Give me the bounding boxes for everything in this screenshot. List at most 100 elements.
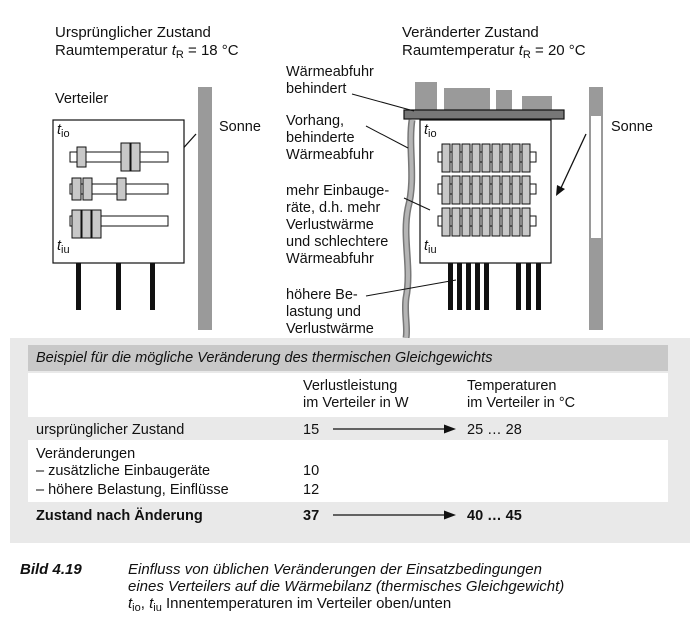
left-heading-line1: Ursprünglicher Zustand <box>55 24 211 41</box>
right-device <box>521 175 531 205</box>
right-device <box>521 207 531 237</box>
right-sun-label: Sonne <box>611 119 653 135</box>
row2-label: Veränderungen <box>36 446 136 462</box>
right-sun-arrow <box>559 133 587 191</box>
right-device <box>501 207 511 237</box>
annotation-more-devices-2: räte, d.h. mehr <box>286 200 381 216</box>
right-device <box>451 207 461 237</box>
left-cable <box>76 263 81 310</box>
left-device <box>91 209 102 239</box>
annotation-more-devices-4: und schlechtere <box>286 234 389 250</box>
right-device <box>461 207 471 237</box>
row1-value: 15 <box>303 422 320 438</box>
left-device <box>120 142 131 172</box>
annotation-higher-load-1: höhere Be- <box>286 287 358 303</box>
right-device <box>451 175 461 205</box>
table-header-row <box>28 373 668 417</box>
right-obstruction-block <box>522 96 552 112</box>
left-device <box>71 209 82 239</box>
header-temp-line2: im Verteiler in °C <box>467 395 576 411</box>
annotation-higher-load-2: lastung und <box>286 304 361 320</box>
right-device <box>521 143 531 173</box>
row1-temp: 25 … 28 <box>467 422 522 438</box>
row2-sub2-value: 12 <box>303 482 320 498</box>
annotation-curtain-3: Wärmeabfuhr <box>286 147 374 163</box>
left-rail-1 <box>69 151 169 163</box>
caption-line1: Einfluss von üblichen Veränderungen der … <box>128 561 542 578</box>
right-device <box>441 175 451 205</box>
right-device <box>511 175 521 205</box>
pointer-higher-load <box>365 279 457 297</box>
right-cover-plate <box>403 109 565 120</box>
right-cable <box>448 263 453 310</box>
annotation-curtain-2: behinderte <box>286 130 355 146</box>
right-device <box>441 143 451 173</box>
left-cable <box>150 263 155 310</box>
row3-temp: 40 … 45 <box>467 508 522 524</box>
left-device <box>71 177 82 201</box>
header-loss-line1: Verlustleistung <box>303 378 398 394</box>
right-device <box>481 207 491 237</box>
caption-line3: tio, tiu Innentemperaturen im Verteiler … <box>128 595 452 614</box>
left-device <box>76 146 87 168</box>
right-device <box>501 143 511 173</box>
right-cable <box>526 263 531 310</box>
annotation-more-devices-3: Verlustwärme <box>286 217 374 233</box>
right-devices <box>441 143 531 237</box>
right-tiu-label: tiu <box>424 238 437 256</box>
right-device <box>511 143 521 173</box>
right-cable <box>484 263 489 310</box>
row2-sub1-label: – zusätzliche Einbaugeräte <box>36 463 211 479</box>
right-cable <box>466 263 471 310</box>
left-sun-wall <box>198 87 212 330</box>
annotation-heat-removal-1: Wärmeabfuhr <box>286 64 374 80</box>
row1-arrowhead <box>444 424 456 434</box>
right-device <box>501 175 511 205</box>
row3-arrowhead <box>444 510 456 520</box>
table-row-changes <box>28 440 668 502</box>
left-tiu-label: tiu <box>57 238 70 256</box>
right-device <box>471 143 481 173</box>
right-device <box>441 207 451 237</box>
annotation-heat-removal-2: behindert <box>286 81 347 97</box>
left-device <box>116 177 127 201</box>
left-rail-3 <box>69 215 169 227</box>
right-device <box>511 207 521 237</box>
row1-label: ursprünglicher Zustand <box>36 422 185 438</box>
right-device <box>461 143 471 173</box>
table-title-row <box>28 345 668 371</box>
pointer-more-devices <box>403 197 431 211</box>
right-device <box>471 175 481 205</box>
right-cable <box>457 263 462 310</box>
left-box-label: Verteiler <box>55 91 109 107</box>
pointer-curtain <box>365 125 409 149</box>
pointer-heat-removal <box>351 93 415 112</box>
annotation-higher-load-3: Verlustwärme <box>286 321 374 337</box>
row3-value: 37 <box>303 508 320 524</box>
right-obstruction-block <box>444 88 490 112</box>
header-loss-line2: im Verteiler in W <box>303 395 409 411</box>
left-sun-label: Sonne <box>219 119 261 135</box>
annotation-more-devices-5: Wärmeabfuhr <box>286 251 374 267</box>
right-device <box>491 207 501 237</box>
thermal-diagram <box>52 82 603 338</box>
row3-label: Zustand nach Änderung <box>36 508 203 524</box>
table-title: Beispiel für die mögliche Veränderung de… <box>36 350 493 366</box>
right-cable <box>516 263 521 310</box>
curtain-highlight <box>403 119 414 338</box>
right-heading-line1: Veränderter Zustand <box>402 24 539 41</box>
right-device <box>491 175 501 205</box>
right-obstruction-block <box>496 90 512 112</box>
left-cable <box>116 263 121 310</box>
annotation-curtain-1: Vorhang, <box>286 113 345 129</box>
header-temp-line1: Temperaturen <box>467 378 557 394</box>
right-device <box>481 143 491 173</box>
left-tio-label: tio <box>57 122 70 140</box>
right-cable <box>475 263 480 310</box>
left-device <box>130 142 141 172</box>
right-heading-line2: Raumtemperatur tR = 20 °C <box>402 42 586 61</box>
right-tio-label: tio <box>424 122 437 140</box>
right-device <box>451 143 461 173</box>
right-device <box>471 207 481 237</box>
